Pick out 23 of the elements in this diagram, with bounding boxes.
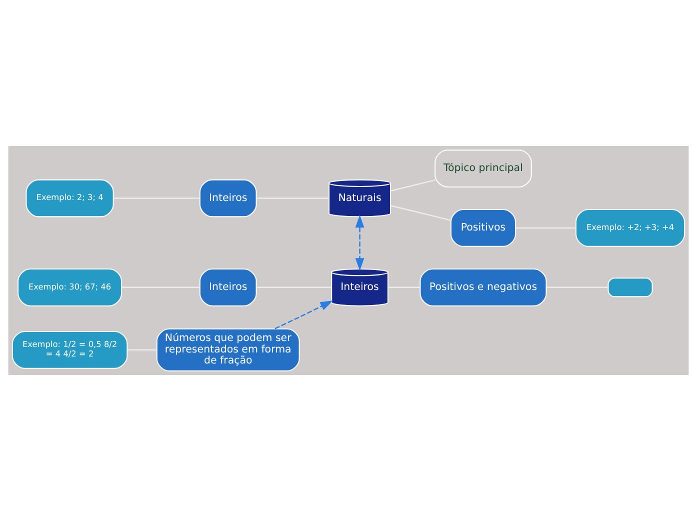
connector xyxy=(546,286,608,288)
node-box: Inteiros xyxy=(199,178,257,217)
node-box: Inteiros xyxy=(199,268,257,306)
node-box: Números que podem ser representados em forma de fração xyxy=(156,328,300,371)
connector xyxy=(390,204,451,220)
node-box: Exemplo: 2; 3; 4 xyxy=(26,178,114,217)
node-box: Positivos xyxy=(450,208,516,246)
connector xyxy=(390,178,436,191)
node-box xyxy=(608,277,653,297)
node-box: Exemplo: 1/2 = 0,5 8/2 = 4 4/2 = 2 xyxy=(12,330,128,368)
connector xyxy=(516,226,576,228)
connector xyxy=(122,286,200,288)
node-box: Exemplo: 30; 67; 46 xyxy=(18,268,122,306)
connector xyxy=(256,286,332,288)
connector xyxy=(114,197,200,198)
connector xyxy=(256,197,329,198)
node-box: Tópico principal xyxy=(434,149,532,187)
connector xyxy=(127,348,157,350)
connector xyxy=(388,286,420,288)
node-box: Positivos e negativos xyxy=(420,268,547,306)
node-box: Exemplo: +2; +3; +4 xyxy=(575,208,686,246)
arrow xyxy=(355,214,364,270)
arrow xyxy=(274,300,333,329)
